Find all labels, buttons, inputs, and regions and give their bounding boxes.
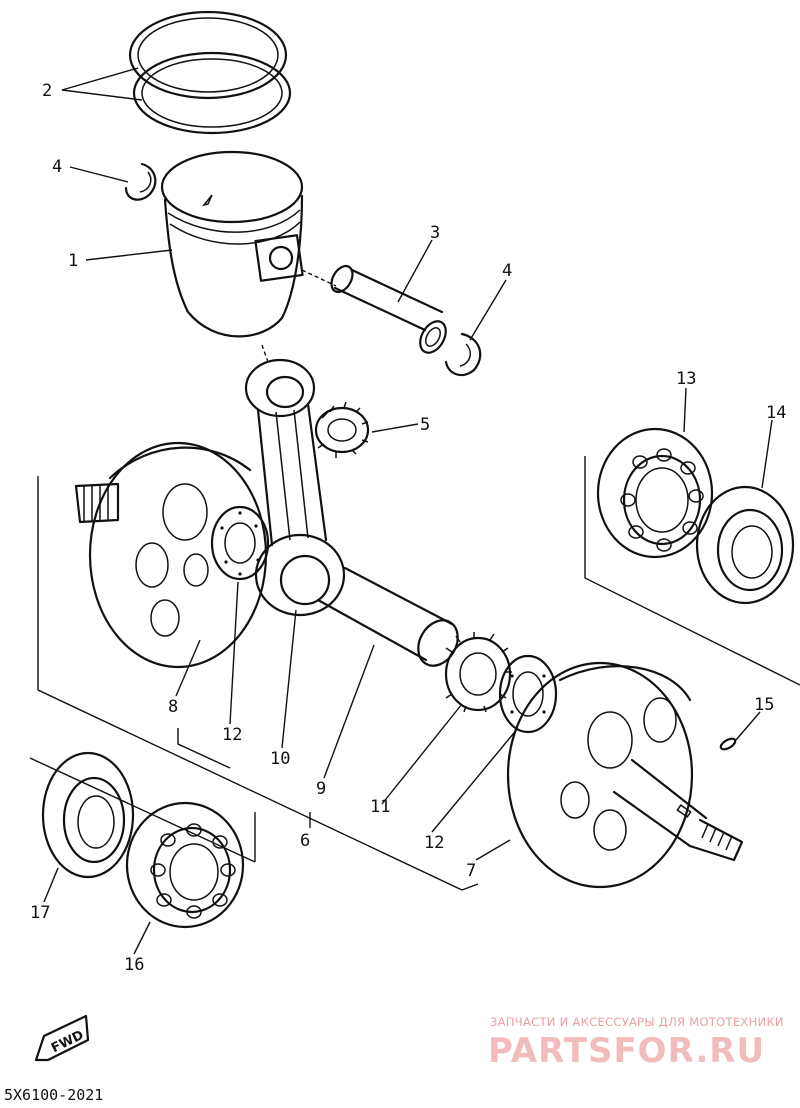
- watermark-tagline: ЗАПЧАСТИ И АКСЕССУАРЫ ДЛЯ МОТОТЕХНИКИ: [490, 1015, 784, 1029]
- callout-12-left: 12: [222, 725, 242, 745]
- callout-17: 17: [30, 903, 50, 923]
- callout-5: 5: [420, 415, 430, 435]
- watermark-logo: PARTSFOR.RU: [488, 1031, 765, 1071]
- piston: [160, 150, 304, 338]
- connecting-rod: [244, 344, 346, 617]
- bearing-right: [596, 427, 714, 559]
- callout-14: 14: [766, 403, 786, 423]
- callout-10: 10: [270, 749, 290, 769]
- oil-seal-right: [695, 485, 795, 605]
- callout-4-left: 4: [52, 157, 62, 177]
- callout-leaders: [43, 67, 773, 955]
- crank-wheel-left: [74, 441, 268, 669]
- callout-3: 3: [430, 223, 440, 243]
- assembly-bracket-lines: [29, 456, 800, 891]
- circlip-right: [444, 332, 482, 377]
- callout-12-right: 12: [424, 833, 444, 853]
- small-end-bearing: [314, 401, 370, 458]
- watermark: ЗАПЧАСТИ И АКСЕССУАРЫ ДЛЯ МОТОТЕХНИКИ PA…: [488, 1015, 784, 1071]
- crank-wheel-right: [506, 661, 744, 889]
- piston-rings: [128, 10, 292, 135]
- callout-16: 16: [124, 955, 144, 975]
- callout-8: 8: [168, 697, 178, 717]
- bearing-left: [125, 801, 245, 929]
- callout-labels: 2 4 1 3 4 5 13 14 15 8 12 10 9 11 6 12 7…: [30, 81, 786, 975]
- crank-pin: [316, 566, 459, 667]
- thrust-washer-right: [498, 654, 558, 734]
- callout-7: 7: [466, 861, 476, 881]
- callout-11: 11: [370, 797, 390, 817]
- oil-seal-left: [41, 751, 135, 879]
- callout-2: 2: [42, 81, 52, 101]
- callout-9: 9: [316, 779, 326, 799]
- callout-15: 15: [754, 695, 774, 715]
- thrust-washer-left: [210, 505, 270, 581]
- woodruff-key: [719, 737, 737, 751]
- piston-pin: [301, 264, 447, 354]
- callout-1: 1: [68, 251, 78, 271]
- callout-13: 13: [676, 369, 696, 389]
- drawing-code: 5X6100-2021: [4, 1086, 103, 1104]
- callout-6: 6: [300, 831, 310, 851]
- fwd-arrow: FWD: [34, 1014, 90, 1062]
- big-end-bearing: [444, 632, 512, 713]
- callout-4-right: 4: [502, 261, 512, 281]
- circlip-left: [124, 162, 157, 201]
